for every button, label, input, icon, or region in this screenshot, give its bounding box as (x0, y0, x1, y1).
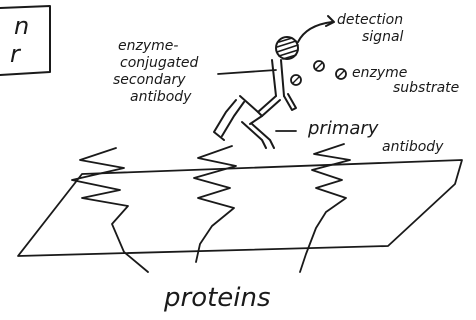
substrate-molecules (291, 61, 346, 85)
label-enzyme-substrate-2: substrate (393, 80, 459, 96)
primary-antibody (214, 96, 274, 148)
label-secondary-line-2: conjugated (120, 55, 198, 71)
label-enzyme-substrate-1: enzyme (352, 65, 407, 81)
label-detection-signal-1: detection (337, 12, 403, 28)
partial-box: n r (0, 6, 50, 75)
secondary-antibody (258, 60, 296, 116)
label-primary-antibody-1: primary (307, 118, 379, 139)
protein-squiggle-right (300, 144, 350, 272)
label-enzyme-conjugated-secondary-antibody: enzyme- conjugated secondary antibody (113, 38, 198, 105)
label-primary-antibody-2: antibody (382, 139, 444, 155)
secondary-label-leader (218, 70, 276, 74)
partial-box-text-2: r (10, 40, 22, 68)
label-secondary-line-4: antibody (130, 89, 192, 105)
label-secondary-line-1: enzyme- (118, 38, 178, 54)
label-proteins: proteins (163, 283, 271, 313)
label-secondary-line-3: secondary (113, 72, 186, 88)
partial-box-text-1: n (14, 12, 29, 40)
protein-squiggle-middle (194, 146, 236, 262)
membrane-sheet (18, 160, 462, 256)
detection-arrowhead (326, 16, 334, 26)
label-detection-signal-2: signal (362, 29, 404, 45)
enzyme-circle (276, 37, 298, 59)
